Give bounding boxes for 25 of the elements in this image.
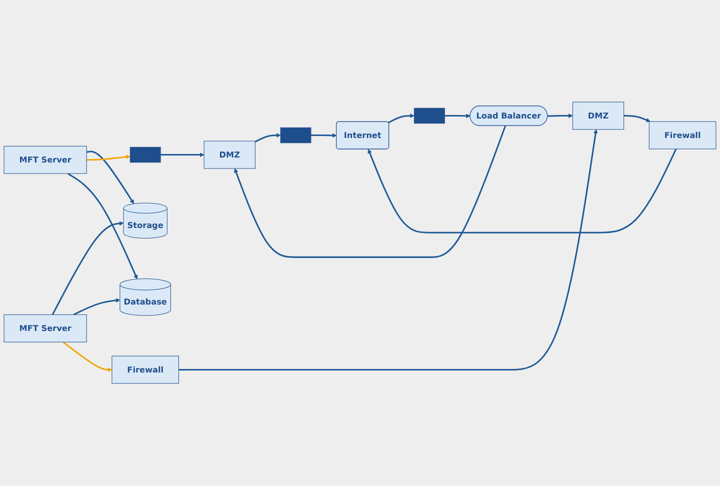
arrow [310, 133, 337, 138]
arrow [62, 342, 112, 372]
arrow [624, 115, 650, 122]
node-box: DMZ [204, 141, 256, 169]
arrow [178, 129, 598, 371]
node-box: DMZ [572, 102, 624, 130]
arrow [254, 133, 281, 143]
node-box: MFT Server [4, 146, 87, 174]
arrow [548, 114, 573, 118]
arrow [67, 173, 138, 280]
arrow [388, 114, 414, 124]
arrow [73, 298, 120, 316]
arrow [368, 148, 677, 234]
node-box: Firewall [112, 356, 179, 384]
arrow [52, 221, 124, 316]
arrow [444, 114, 470, 118]
arrow [86, 150, 134, 204]
arrow [234, 126, 506, 258]
node-box [414, 108, 445, 124]
arrow [86, 154, 130, 161]
arrow [160, 152, 204, 158]
node-box: MFT Server [4, 314, 87, 343]
node-box [130, 147, 161, 163]
node-box [280, 128, 312, 144]
node-box: Firewall [648, 122, 716, 150]
